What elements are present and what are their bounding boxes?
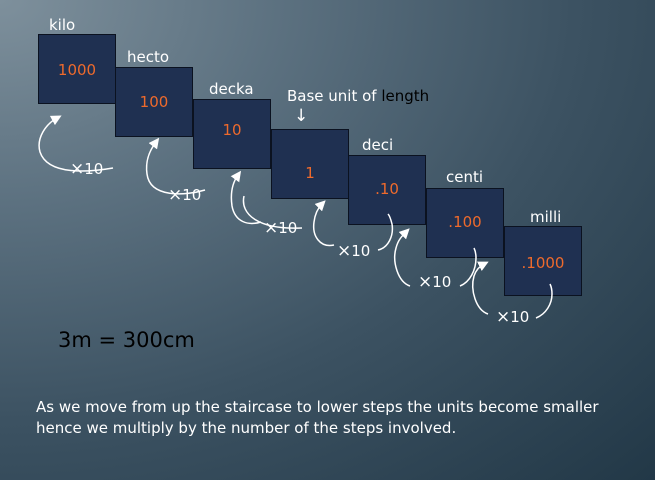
multiplier-2: ×10 [168,185,201,205]
explanation-text: As we move from up the staircase to lowe… [36,398,599,437]
curve-arrow-5 [312,200,335,247]
unit-label-decka: decka [209,80,254,98]
curve-arrow-1 [38,115,114,172]
base-unit-prefix: Base unit of [287,87,377,105]
multiplier-factor: 10 [432,273,452,291]
step-value-metre: 1 [305,164,315,182]
step-box-milli: .1000 [504,226,582,296]
step-value-milli: .1000 [521,254,565,272]
multiplier-factor: 10 [182,186,202,204]
multiply-icon: × [70,159,85,179]
curve-arrow-6 [394,228,411,287]
step-value-kilo: 1000 [57,61,97,79]
base-unit-highlight: length [381,87,430,105]
multiply-icon: × [337,241,352,261]
curve-arrow-9 [459,247,477,287]
curve-arrow-3 [230,170,262,225]
base-unit-note: Base unit of length [287,87,429,105]
multiplier-factor: 10 [278,219,298,237]
step-box-hecto: 100 [115,67,193,137]
multiplier-factor: 10 [351,242,371,260]
multiplier-4: ×10 [337,241,370,261]
multiplier-factor: 10 [510,308,530,326]
multiply-icon: × [168,185,183,205]
unit-label-hecto: hecto [127,48,170,66]
unit-label-centi: centi [446,168,484,186]
multiply-icon: × [418,272,433,292]
multiplier-factor: 10 [84,160,104,178]
base-unit-arrow: ↓ [294,106,309,126]
step-box-decka: 10 [193,99,271,169]
step-box-metre: 1 [271,129,349,199]
multiplier-5: ×10 [418,272,451,292]
step-box-centi: .100 [426,188,504,258]
unit-label-milli: milli [530,208,562,226]
step-value-deci: .10 [375,180,399,198]
curve-arrow-7 [472,261,489,315]
multiply-icon: × [264,218,279,238]
multiplier-1: ×10 [70,159,103,179]
multiplier-6: ×10 [496,307,529,327]
step-value-centi: .100 [448,213,482,231]
curve-arrow-4 [242,195,303,229]
multiply-icon: × [496,307,511,327]
step-value-decka: 10 [222,121,242,139]
curve-arrow-2 [145,137,206,195]
step-box-deci: .10 [348,155,426,225]
step-value-hecto: 100 [139,93,169,111]
multiplier-3: ×10 [264,218,297,238]
conversion-example: 3m = 300cm [58,328,195,352]
unit-label-kilo: kilo [49,16,76,34]
curve-arrow-10 [535,283,553,319]
curve-arrow-8 [377,213,394,251]
unit-label-deci: deci [362,136,394,154]
